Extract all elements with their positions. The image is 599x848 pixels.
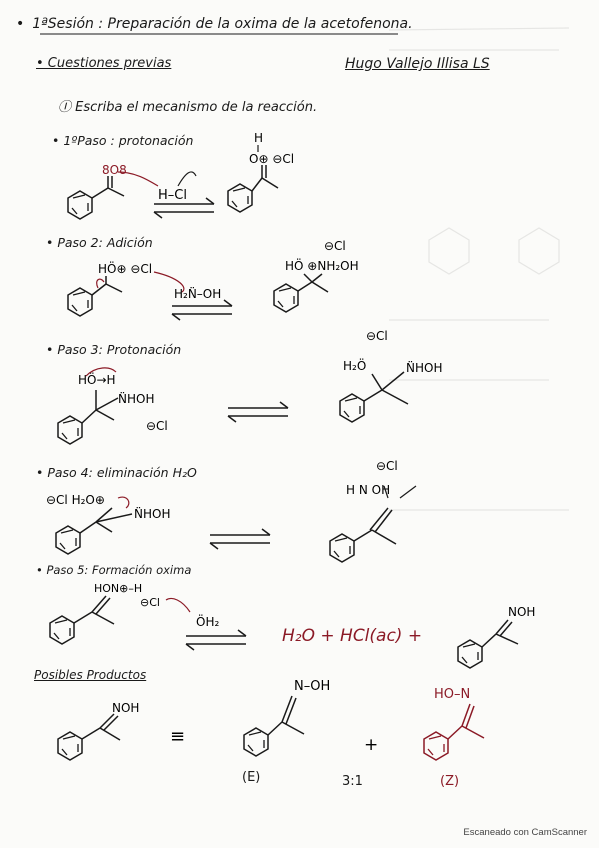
step5-reactant: [49, 595, 191, 645]
step3-product-water: H₂Ö: [343, 357, 366, 373]
oxonium-chloride: O⊕ ⊖Cl: [249, 152, 294, 166]
label-e-isomer: (E): [242, 770, 261, 785]
step5-oxime-protonated: HON⊕–H: [94, 582, 142, 595]
hydroxylamine: H₂N̈–OH: [174, 287, 221, 301]
bullet: •: [16, 16, 25, 32]
subtitle-previous-questions: • Cuestiones previas: [36, 56, 172, 71]
chloride-ion-3b: ⊖Cl: [366, 329, 388, 343]
session-title: •1ªSesión : Preparación de la oxima de l…: [16, 16, 413, 32]
step1-product: H O⊕ ⊖Cl: [227, 131, 294, 213]
water-molecule: ÖH₂: [196, 613, 219, 629]
plus-sign: +: [364, 735, 378, 755]
step3-hydroxyl: HÖ→H: [78, 371, 116, 387]
step-5-label: • Paso 5: Formación oxima: [36, 563, 192, 577]
equilibrium-arrow-4: [209, 528, 271, 550]
step4-reactant: [55, 496, 133, 555]
product-noh-left: NOH: [112, 701, 139, 715]
svg-text:8O8: 8O8: [102, 163, 127, 177]
step-4-label: • Paso 4: eliminación H₂O: [36, 465, 197, 480]
step1-reactant: 8O8: [67, 163, 159, 220]
chloride-ion-4: ⊖Cl: [376, 459, 398, 473]
question-1: Ⓘ Escriba el mecanismo de la reacción.: [58, 100, 318, 115]
hcl-reagent: H–Cl: [158, 188, 187, 203]
step-1-label: • 1ºPaso : protonación: [52, 133, 194, 148]
step3-nhoh: N̈HOH: [118, 392, 154, 406]
step4-leaving-water: ⊖Cl H₂O⊕: [46, 493, 105, 507]
chloride-ion-2: ⊖Cl: [324, 239, 346, 253]
chloride-ion-5: ⊖Cl: [140, 596, 160, 609]
step3-product: [339, 371, 409, 423]
equilibrium-arrow-3: [227, 401, 289, 423]
products-heading: Posibles Productos: [34, 668, 147, 682]
step3-product-nhoh: N̈HOH: [406, 361, 442, 375]
chloride-ion-3: ⊖Cl: [146, 419, 168, 433]
product-z-isomer: [423, 703, 485, 761]
oxime-noh: NOH: [508, 605, 535, 619]
equivalence-symbol: ≡: [170, 726, 185, 747]
step2-oxonium: HÖ⊕ ⊖Cl: [98, 260, 152, 276]
oxime-product: [457, 619, 519, 669]
step2-product-groups: HÖ ⊕NH₂OH: [285, 257, 359, 273]
step3-reactant: [57, 367, 119, 445]
author-signature: Hugo Vallejo Illisa LS: [345, 56, 490, 72]
final-byproducts: H₂O + HCl(ac) +: [282, 626, 423, 646]
product-z-hon: HO–N: [434, 687, 470, 702]
product-generic-oxime: [57, 713, 121, 761]
step2-reactant: [67, 276, 123, 317]
product-e-noh: N–OH: [294, 679, 330, 694]
proton-h: H: [254, 131, 263, 145]
step-3-label: • Paso 3: Protonación: [46, 342, 182, 357]
step-2-label: • Paso 2: Adición: [46, 235, 153, 250]
ratio-label: 3:1: [342, 774, 363, 789]
equilibrium-arrow-5: [185, 629, 247, 651]
bleed-through-decoration: [388, 27, 570, 511]
equilibrium-arrow-2: [171, 299, 233, 321]
label-z-isomer: (Z): [440, 774, 460, 789]
product-e-isomer: [243, 695, 305, 757]
step4-product-groups: H N OH: [346, 483, 390, 497]
step2-product: [273, 273, 329, 313]
step4-product: [329, 485, 417, 563]
scanner-watermark: Escaneado con CamScanner: [463, 827, 587, 838]
step4-nhoh: N̈HOH: [134, 507, 170, 521]
